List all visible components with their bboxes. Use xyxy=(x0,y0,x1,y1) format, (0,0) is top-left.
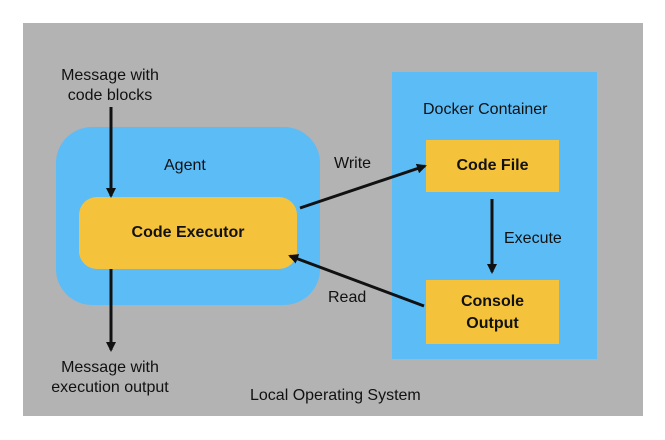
read-label: Read xyxy=(328,289,367,306)
code-executor-box: Code Executor xyxy=(79,197,297,269)
code-file-box: Code File xyxy=(426,140,559,192)
write-label: Write xyxy=(334,155,372,172)
code-executor-label: Code Executor xyxy=(131,224,245,241)
console-output-box: Console Output xyxy=(426,280,559,344)
input-message-line1: Message with xyxy=(61,67,159,84)
input-message-line2: code blocks xyxy=(67,87,153,104)
os-label: Local Operating System xyxy=(250,387,421,404)
agent-label: Agent xyxy=(164,157,206,174)
execute-label: Execute xyxy=(504,230,562,247)
console-label-line2: Output xyxy=(466,315,519,332)
output-message-line2: execution output xyxy=(51,379,169,396)
code-file-label: Code File xyxy=(456,157,529,174)
console-label-line1: Console xyxy=(460,293,525,310)
output-message-line1: Message with xyxy=(61,359,159,376)
docker-label: Docker Container xyxy=(423,101,548,118)
